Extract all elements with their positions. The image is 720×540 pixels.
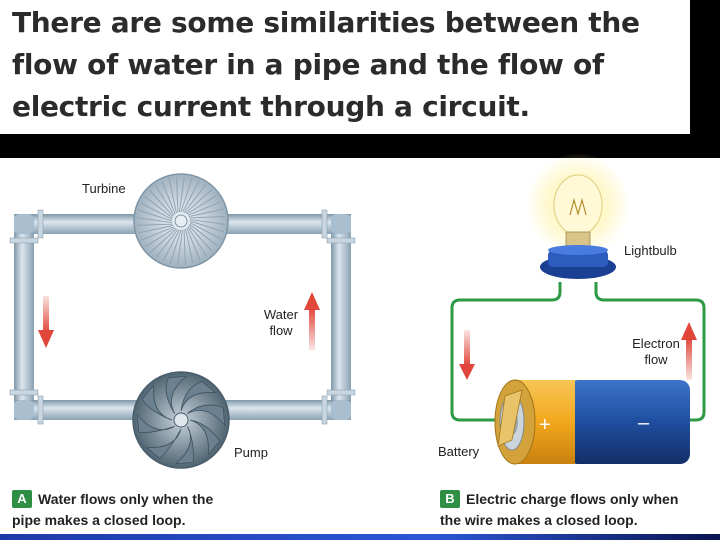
caption-b-line2: the wire makes a closed loop.: [440, 512, 638, 528]
electron-flow-label-line2: flow: [644, 352, 668, 367]
header-banner: There are some similarities between the …: [0, 0, 690, 134]
electron-flow-up-arrow: [681, 322, 697, 380]
water-flow-label-line2: flow: [269, 323, 293, 338]
water-flow-up-arrow: [304, 292, 320, 350]
water-flow-down-arrow: [38, 296, 54, 348]
water-flow-label: Water flow: [258, 307, 304, 339]
battery-icon: [494, 379, 690, 465]
caption-b: B Electric charge flows only when the wir…: [440, 489, 678, 531]
battery-plus-sign: +: [539, 414, 551, 436]
caption-a-line2: pipe makes a closed loop.: [12, 512, 186, 528]
circuit-wire: [450, 282, 706, 422]
header-text: There are some similarities between the …: [12, 6, 640, 123]
turbine-icon: [133, 173, 229, 269]
electron-flow-label: Electron flow: [628, 336, 684, 368]
turbine-label: Turbine: [82, 181, 126, 196]
bottom-accent-bar: [0, 534, 720, 540]
caption-a: A Water flows only when the pipe makes a …: [12, 489, 213, 531]
battery-minus-sign: –: [638, 412, 650, 434]
badge-b: B: [440, 490, 460, 508]
pump-label: Pump: [234, 445, 268, 460]
electron-flow-down-arrow: [459, 330, 475, 380]
battery-label: Battery: [438, 444, 480, 459]
badge-a: A: [12, 490, 32, 508]
water-flow-label-line1: Water: [263, 307, 299, 322]
caption-b-line1: Electric charge flows only when: [466, 491, 679, 507]
electron-flow-label-line1: Electron: [632, 336, 680, 351]
caption-a-line1: Water flows only when the: [38, 491, 214, 507]
lightbulb-icon: [526, 153, 630, 279]
lightbulb-label: Lightbulb: [624, 243, 677, 258]
pump-icon: [132, 371, 230, 469]
